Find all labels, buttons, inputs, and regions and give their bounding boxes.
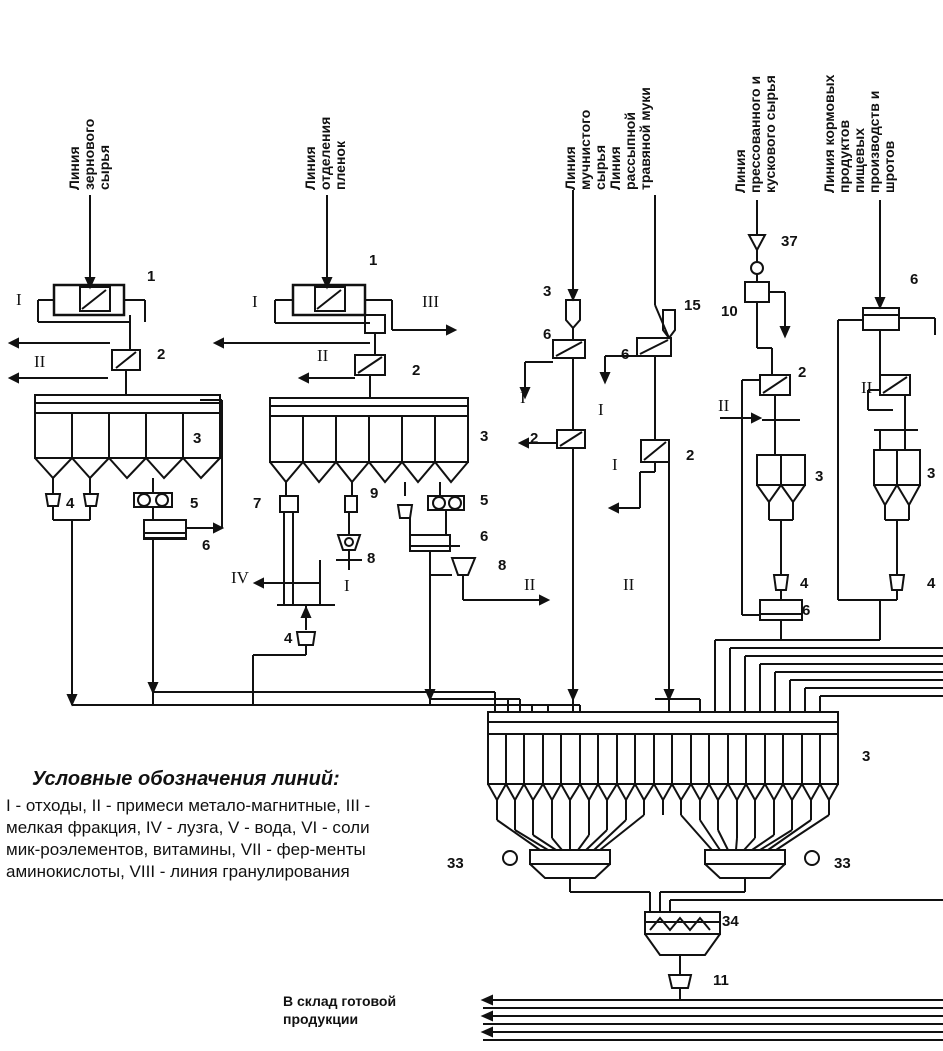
equipment-number: 15: [684, 297, 701, 314]
equipment-number: 2: [412, 362, 421, 379]
roman-mark: I: [520, 388, 526, 407]
roman-mark: I: [612, 455, 618, 474]
equipment-number: 3: [480, 428, 489, 445]
equipment-number: 7: [253, 495, 262, 512]
output-label: В склад готовой продукции: [283, 993, 397, 1027]
roman-mark: III: [422, 292, 439, 311]
equipment-number: 5: [480, 492, 489, 509]
legend-title: Условные обозначения линий:: [32, 768, 340, 790]
roman-mark: II: [34, 352, 46, 371]
equipment-number: 6: [910, 271, 919, 288]
equipment-number: 33: [447, 855, 464, 872]
pressed-line: [720, 200, 806, 640]
equipment-number: 2: [686, 447, 695, 464]
legend-body: I - отходы, II - примеси метало-магнитны…: [6, 796, 371, 881]
equipment-number: 10: [721, 303, 738, 320]
equipment-number: 37: [781, 233, 798, 250]
equipment-number: 8: [367, 550, 376, 567]
equipment-number: 2: [157, 346, 166, 363]
equipment-number: 33: [834, 855, 851, 872]
roman-mark: I: [344, 576, 350, 595]
roman-mark: II: [718, 396, 730, 415]
roman-mark: I: [598, 400, 604, 419]
equipment-number: 6: [202, 537, 211, 554]
equipment-number: 1: [147, 268, 156, 285]
mixer-unit: [480, 911, 943, 1041]
equipment-number: 34: [722, 913, 739, 930]
equipment-number: 5: [190, 495, 199, 512]
equipment-number: 4: [927, 575, 936, 592]
equipment-number: 11: [713, 972, 729, 989]
equipment-number: 4: [66, 495, 75, 512]
equipment-number: 6: [543, 326, 552, 343]
collector-lines: [72, 639, 943, 712]
legend: Условные обозначения линий: I - отходы, …: [6, 768, 406, 883]
main-bunker-bank: [487, 711, 943, 912]
equipment-number: 4: [284, 630, 293, 647]
roman-mark: II: [524, 575, 536, 594]
food-line: [837, 200, 936, 640]
equipment-number: 3: [543, 283, 552, 300]
equipment-number: 4: [800, 575, 809, 592]
roman-mark: I: [252, 292, 258, 311]
equipment-number: 6: [480, 528, 489, 545]
equipment-number: 2: [798, 364, 807, 381]
equipment-number: 2: [530, 430, 539, 447]
equipment-number: 8: [498, 557, 507, 574]
roman-mark: IV: [231, 568, 249, 587]
roman-mark: II: [861, 378, 873, 397]
flour-line: [517, 190, 676, 705]
equipment-number: 1: [369, 252, 378, 269]
equipment-number: 6: [802, 602, 811, 619]
roman-mark: II: [317, 346, 329, 365]
equipment-number: 3: [862, 748, 871, 765]
equipment-number: 6: [621, 346, 630, 363]
equipment-number: 9: [370, 485, 379, 502]
equipment-number: 3: [927, 465, 936, 482]
film-line: [212, 195, 551, 705]
equipment-number: 3: [193, 430, 202, 447]
grain-line: [7, 195, 225, 707]
roman-mark: I: [16, 290, 22, 309]
roman-mark: II: [623, 575, 635, 594]
equipment-number: 3: [815, 468, 824, 485]
